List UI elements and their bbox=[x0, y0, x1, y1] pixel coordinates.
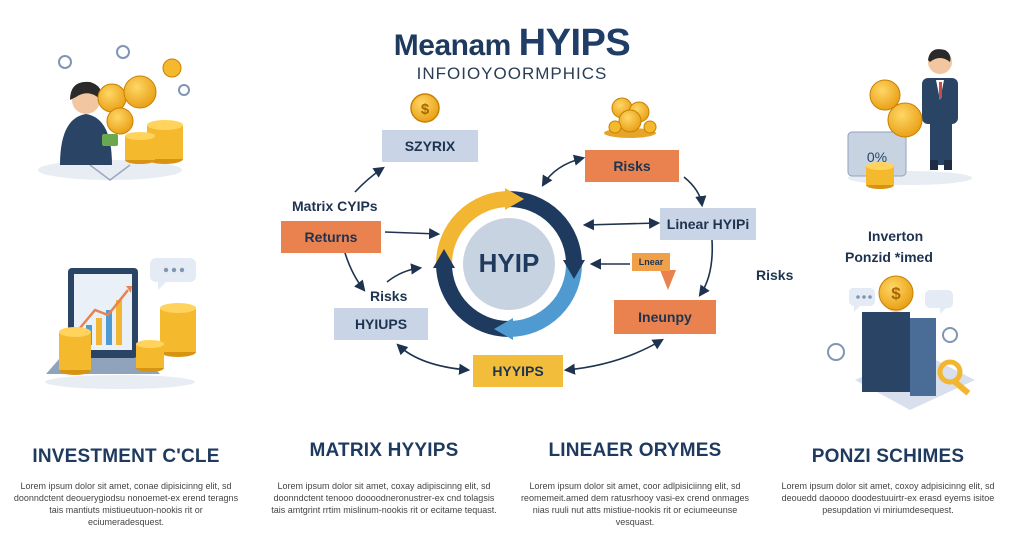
arrow-risks-linear bbox=[683, 176, 707, 208]
arrow-bottom-right bbox=[563, 338, 664, 375]
box-risks-top: Risks bbox=[585, 150, 679, 182]
box-szyrix: SZYRIX bbox=[382, 130, 478, 162]
label-matrix-cyips: Matrix CYIPs bbox=[292, 198, 378, 214]
box-hyiups: HYIUPS bbox=[334, 308, 428, 340]
svg-text:$: $ bbox=[891, 284, 901, 303]
svg-text:0%: 0% bbox=[867, 149, 887, 165]
label-inverton: Inverton bbox=[868, 228, 924, 244]
column-3-body: Lorem ipsum dolor sit amet, coor adlpisi… bbox=[520, 481, 750, 527]
cycle-arrowhead-4 bbox=[433, 249, 455, 268]
box-ineunpy: Ineunpy bbox=[614, 300, 716, 334]
arrow-returns-to-cycle bbox=[384, 228, 441, 240]
cycle-arrowhead-1 bbox=[505, 188, 524, 210]
orange-down-arrow bbox=[660, 270, 676, 290]
cycle-center-disc bbox=[463, 218, 555, 310]
svg-text:$: $ bbox=[421, 101, 430, 118]
column-4-title: PONZI SCHIMES bbox=[811, 446, 965, 467]
label-risks-left: Risks bbox=[370, 288, 408, 304]
laptop-chart-illustration bbox=[45, 258, 196, 389]
column-4-body: Lorem ipsum dolor sit amet, coxoy adpisi… bbox=[781, 481, 995, 515]
column-1-title: INVESTMENT C'CLE bbox=[32, 446, 220, 467]
box-returns: Returns bbox=[281, 221, 381, 253]
column-3-title: LINEAER ORYMES bbox=[548, 440, 722, 461]
ponzi-book-illustration: $ bbox=[827, 275, 975, 410]
businessman-coins-illustration: 0% bbox=[847, 49, 972, 189]
page-subtitle: INFOIOYOORMPHICS bbox=[416, 64, 608, 83]
arrow-returns-down bbox=[344, 252, 366, 292]
arrow-matrix-to-top bbox=[354, 166, 385, 193]
column-1-body: Lorem ipsum dolor sit amet, conae dipisi… bbox=[13, 481, 239, 527]
arrow-risks-to-cycle bbox=[386, 263, 423, 283]
connector-arrows bbox=[344, 154, 714, 375]
arrow-linear-cycle bbox=[582, 217, 661, 231]
woman-with-coins-illustration bbox=[38, 45, 190, 181]
box-linear-hyip: Linear HYIPi bbox=[660, 208, 756, 240]
arrow-cycle-risks bbox=[541, 154, 586, 187]
cycle-arrowhead-2 bbox=[563, 260, 585, 279]
cycle-arrowhead-3 bbox=[494, 318, 513, 340]
column-2-title: MATRIX HYYIPS bbox=[309, 440, 459, 461]
label-risks-right: Risks bbox=[756, 267, 794, 283]
box-hyyips: HYYIPS bbox=[473, 355, 563, 387]
title-prefix: Meanam bbox=[393, 29, 512, 62]
page-title: Meanam HYIPS bbox=[0, 22, 1024, 65]
column-2-body: Lorem ipsum dolor sit amet, coxay adipis… bbox=[271, 481, 497, 515]
tag-lnear: Lnear bbox=[632, 253, 670, 271]
hyip-cycle bbox=[433, 188, 585, 340]
title-main: HYIPS bbox=[518, 22, 631, 64]
label-ponzid-imed: Ponzid *imed bbox=[845, 249, 933, 265]
coin-stack-icon bbox=[604, 97, 657, 138]
cycle-center-label: HYIP bbox=[478, 248, 540, 278]
coin-icon: $ bbox=[410, 93, 440, 123]
arrow-left-bottom bbox=[396, 343, 471, 375]
arrow-linear-ineunpy bbox=[698, 239, 714, 297]
